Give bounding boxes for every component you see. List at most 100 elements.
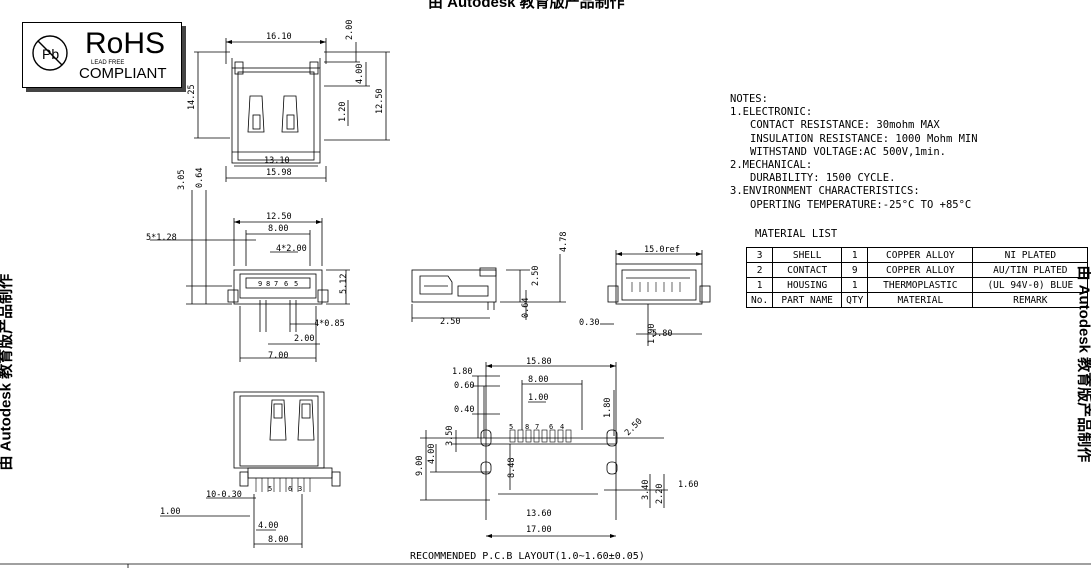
note-line: DURABILITY: 1500 CYCLE.	[750, 172, 896, 185]
dim-pcb-9-00: 9.00	[415, 456, 425, 476]
note-line: 3.ENVIRONMENT CHARACTERISTICS:	[730, 185, 920, 198]
dim-pcb-3-40: 3.40	[641, 480, 651, 500]
dim-pcb-1-80b: 1.80	[603, 398, 613, 418]
note-line: 1.ELECTRONIC:	[730, 106, 813, 119]
dim-front-5x1-28: 5*1.28	[146, 233, 177, 243]
dim-front-4x2-00: 4*2.00	[276, 244, 307, 254]
dim-pcb-2-20: 2.20	[655, 484, 665, 504]
cell: 1	[745, 277, 774, 293]
rohs-title: RoHS	[85, 27, 166, 60]
dim-top-height: 14.25	[187, 84, 197, 110]
dim-top-4-00: 4.00	[355, 64, 365, 84]
pin-label: 8	[525, 423, 529, 431]
cell: THERMOPLASTIC	[867, 277, 974, 293]
dim-side-2-50: 2.50	[440, 317, 460, 327]
dim-pcb-1-00: 1.00	[528, 393, 548, 403]
lead-free-seal-icon: Pb	[32, 35, 68, 71]
dim-top-15-98: 15.98	[266, 168, 292, 178]
dim-bottom-8-00: 8.00	[268, 535, 288, 545]
dim-top-1-20: 1.20	[338, 102, 348, 122]
side-view	[411, 254, 566, 322]
cell: (UL 94V-0) BLUE	[972, 277, 1089, 293]
pin-label: 9	[258, 280, 262, 288]
dim-top-2-00: 2.00	[345, 20, 355, 40]
note-line: WITHSTAND VOLTAGE:AC 500V,1min.	[750, 145, 946, 158]
dim-pcb-3-50: 3.50	[445, 426, 455, 446]
pin-label: 5	[294, 280, 298, 288]
pin-label: 6	[284, 280, 288, 288]
header-cell: No.	[745, 292, 774, 308]
rohs-lead-free: LEAD FREE	[91, 60, 125, 66]
dim-bottom-1-00: 1.00	[160, 507, 180, 517]
dim-top-12-50: 12.50	[375, 88, 385, 114]
dim-front-2-00: 2.00	[294, 334, 314, 344]
bottom-view	[160, 391, 341, 548]
dim-pcb-13-60: 13.60	[526, 509, 552, 519]
dim-front-4x0-85: 4*0.85	[314, 319, 345, 329]
cell: COPPER ALLOY	[867, 262, 974, 278]
table-row: 1 HOUSING 1 THERMOPLASTIC (UL 94V-0) BLU…	[745, 277, 1089, 293]
dim-top-13-10: 13.10	[264, 156, 290, 166]
table-row: 2 CONTACT 9 COPPER ALLOY AU/TIN PLATED	[745, 262, 1089, 278]
dim-pcb-0-60: 0.60	[454, 381, 474, 391]
dim-pcb-1-60: 1.60	[678, 480, 698, 490]
cell: NI PLATED	[972, 247, 1089, 263]
pin-label: 7	[274, 280, 278, 288]
dim-end-5-80: 5.80	[652, 329, 672, 339]
pin-label: 4	[560, 423, 564, 431]
dim-bottom-4-00: 4.00	[258, 521, 278, 531]
header-cell: PART NAME	[772, 292, 843, 308]
pin-label: 7	[535, 423, 539, 431]
cell: HOUSING	[772, 277, 843, 293]
pin-label: 6	[288, 485, 292, 493]
pin-label: 5	[509, 423, 513, 431]
dim-front-0-64: 0.64	[195, 168, 205, 188]
dim-pcb-17-00: 17.00	[526, 525, 552, 535]
rohs-compliant: COMPLIANT	[79, 65, 167, 82]
pin-label: 8	[266, 280, 270, 288]
header-cell: QTY	[841, 292, 869, 308]
header-cell: MATERIAL	[867, 292, 974, 308]
dim-front-7-00: 7.00	[268, 351, 288, 361]
dim-pcb-2-50: 2.50	[623, 417, 645, 439]
note-line: 2.MECHANICAL:	[730, 159, 813, 172]
dim-pcb-1-80: 1.80	[452, 367, 472, 377]
note-line: INSULATION RESISTANCE: 1000 Mohm MIN	[750, 132, 978, 145]
cell: 3	[745, 247, 774, 263]
pin-label: 3	[298, 485, 302, 493]
cell: 9	[841, 262, 869, 278]
top-view	[194, 38, 390, 182]
notes-heading: NOTES:	[730, 93, 768, 105]
notes-block: NOTES: 1.ELECTRONIC: CONTACT RESISTANCE:…	[730, 93, 978, 212]
pin-label: 5	[268, 485, 272, 493]
dim-side-0-64: 0.64	[521, 298, 531, 318]
cell: 1	[841, 247, 869, 263]
dim-pcb-4-00: 4.00	[427, 444, 437, 464]
dim-pcb-0-40: 0.40	[454, 405, 474, 415]
cell: CONTACT	[772, 262, 843, 278]
cell: 1	[841, 277, 869, 293]
dim-top-width: 16.10	[266, 32, 292, 42]
dim-pcb-8-00: 8.00	[528, 375, 548, 385]
pin-label: 6	[549, 423, 553, 431]
end-view	[600, 250, 711, 346]
rohs-badge: Pb RoHS LEAD FREE COMPLIANT	[22, 22, 182, 88]
cell: COPPER ALLOY	[867, 247, 974, 263]
dim-side-4-78: 4.78	[559, 232, 569, 252]
dim-pcb-15-80: 15.80	[526, 357, 552, 367]
dim-front-5-12: 5.12	[339, 274, 349, 294]
note-line: CONTACT RESISTANCE: 30mohm MAX	[750, 119, 940, 132]
material-table: 3 SHELL 1 COPPER ALLOY NI PLATED 2 CONTA…	[745, 247, 1089, 308]
table-row: 3 SHELL 1 COPPER ALLOY NI PLATED	[745, 247, 1089, 263]
table-header-row: No. PART NAME QTY MATERIAL REMARK	[745, 292, 1089, 308]
cell: 2	[745, 262, 774, 278]
dim-front-8-00: 8.00	[268, 224, 288, 234]
seal-label: Pb	[42, 46, 59, 62]
material-list-title: MATERIAL LIST	[755, 228, 838, 240]
cell: SHELL	[772, 247, 843, 263]
dim-end-0-30: 0.30	[579, 318, 599, 328]
watermark-top: 由 Autodesk 教育版产品制作	[428, 0, 625, 11]
dim-end-15-ref: 15.0ref	[644, 245, 680, 255]
dim-front-12-50: 12.50	[266, 212, 292, 222]
